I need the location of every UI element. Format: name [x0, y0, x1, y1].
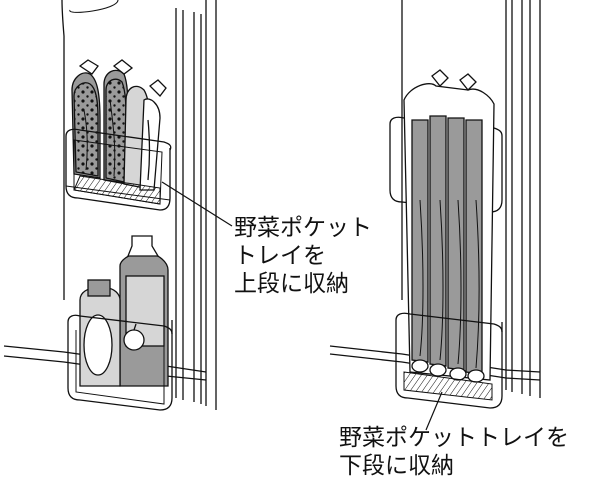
leader-lower	[425, 391, 443, 431]
tray-basket	[65, 128, 172, 211]
caption-upper-line3: 上段に収納	[234, 271, 349, 297]
caption-upper-line1: 野菜ポケット	[234, 215, 372, 241]
caption-upper-tray: 野菜ポケット トレイを 上段に収納	[234, 214, 372, 298]
left-door	[3, 0, 217, 410]
caption-upper-line2: トレイを	[234, 243, 326, 269]
right-lower-tray	[395, 312, 503, 409]
caption-lower-line2: 下段に収納	[339, 453, 454, 479]
left-lower-tray	[67, 235, 173, 411]
left-upper-tray	[65, 59, 172, 211]
green-onions	[403, 69, 495, 383]
caption-lower-tray: 野菜ポケットトレイを 下段に収納	[339, 424, 569, 480]
cucumbers	[71, 59, 167, 191]
caption-lower-line1: 野菜ポケットトレイを	[339, 425, 569, 451]
leader-upper	[161, 181, 233, 227]
